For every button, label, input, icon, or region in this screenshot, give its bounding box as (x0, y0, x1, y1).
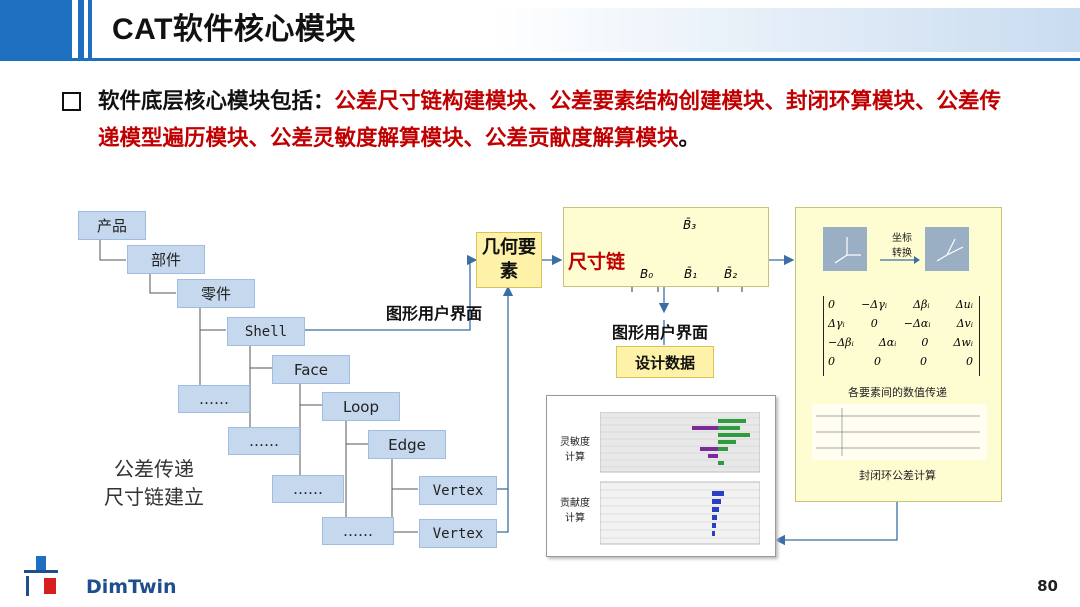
chain-symbol: B̄₃ (683, 218, 697, 232)
closed-loop-caption: 封闭环公差计算 (859, 469, 936, 482)
sensitivity-thumbnails (600, 412, 760, 545)
matrix-row: −Δβᵢ Δαᵢ 0 Δwᵢ (828, 336, 973, 355)
hierarchy-vertex: Vertex (419, 519, 497, 548)
design-data-box: 设计数据 (616, 346, 714, 378)
coordinate-frame-icon (823, 227, 867, 271)
header-stripe (88, 0, 92, 58)
hierarchy-loop: Loop (322, 392, 400, 421)
bullet-paragraph: 软件底层核心模块包括：公差尺寸链构建模块、公差要素结构创建模块、封闭环算模块、公… (98, 83, 1008, 157)
matrix-cell: 0 (874, 355, 881, 368)
header-accent-block (0, 0, 72, 58)
coordinate-frame-icon (925, 227, 969, 271)
header-underline (0, 58, 1080, 61)
matrix-cell: 0 (828, 355, 835, 368)
matrix-cell: Δwᵢ (953, 336, 973, 349)
matrix-cell: 0 (920, 355, 927, 368)
bullet-highlight: 公差尺寸链构建模块、公差要素结构创建模块、封闭环算模块、公差传递模型遍历模块、公… (98, 89, 1002, 151)
tolerance-transfer-label: 公差传递 尺寸链建立 (84, 455, 224, 511)
sensitivity-label: 灵敏度 计算 (553, 433, 597, 463)
matrix-cell: Δαᵢ (878, 336, 897, 349)
header-stripe (78, 0, 84, 58)
header-band (100, 8, 1080, 52)
dimension-chain-label: 尺寸链 (568, 251, 626, 273)
hierarchy-product: 产品 (78, 211, 146, 240)
side-label-line-2: 尺寸链建立 (104, 485, 204, 509)
gui-label: 图形用户界面 (386, 304, 483, 323)
hierarchy-ellipsis: …… (272, 475, 344, 503)
matrix-cell: Δβᵢ (913, 298, 930, 311)
bullet-tail: 。 (678, 126, 701, 151)
transform-matrix (823, 296, 980, 376)
slide-title: CAT软件核心模块 (112, 13, 356, 46)
geometry-elements-box: 几何要素 (476, 232, 542, 288)
matrix-row: Δγᵢ 0 −Δαᵢ Δvᵢ (828, 317, 973, 336)
matrix-row: 0 0 0 0 (828, 355, 973, 374)
matrix-caption: 各要素间的数值传递 (848, 386, 947, 399)
sens-label-2: 计算 (565, 452, 585, 463)
hierarchy-component: 部件 (127, 245, 205, 274)
chain-symbol: B̄₂ (724, 267, 738, 281)
side-label-line-1: 公差传递 (114, 457, 194, 481)
footer-brand: DimTwin (86, 576, 177, 598)
sens-label-1: 灵敏度 (560, 437, 590, 448)
hierarchy-ellipsis: …… (322, 517, 394, 545)
hierarchy-ellipsis: …… (178, 385, 250, 413)
matrix-cell: −Δβᵢ (828, 336, 854, 349)
matrix-cell: −Δγᵢ (861, 298, 888, 311)
hierarchy-ellipsis: …… (228, 427, 300, 455)
chain-symbol: B₀ (640, 267, 654, 281)
matrix-cell: Δγᵢ (828, 317, 845, 330)
dimtwin-logo-icon (24, 556, 58, 596)
matrix-cell: 0 (921, 336, 929, 349)
page-number: 80 (1037, 577, 1058, 595)
matrix-cell: 0 (966, 355, 973, 368)
hierarchy-face: Face (272, 355, 350, 384)
gui-label: 图形用户界面 (612, 323, 709, 342)
dimension-chain-panel (563, 207, 769, 287)
contrib-label-1: 贡献度 (560, 498, 590, 509)
hierarchy-vertex: Vertex (419, 476, 497, 505)
coordinate-transform-label: 坐标 转换 (882, 229, 922, 259)
matrix-cell: Δuᵢ (955, 298, 973, 311)
chain-symbol: B̄₁ (684, 267, 698, 281)
contrib-label-2: 计算 (565, 513, 585, 524)
matrix-cell: 0 (870, 317, 878, 330)
hierarchy-shell: Shell (227, 317, 305, 346)
matrix-cell: Δvᵢ (956, 317, 973, 330)
transform-arrow-icon (880, 256, 920, 264)
transform-label-1: 坐标 (892, 233, 912, 244)
matrix-cell: 0 (828, 298, 835, 311)
bullet-square-icon (62, 92, 81, 111)
contribution-label: 贡献度 计算 (553, 494, 597, 524)
hierarchy-part: 零件 (177, 279, 255, 308)
hierarchy-edge: Edge (368, 430, 446, 459)
closed-loop-equations (812, 404, 987, 460)
matrix-cell: −Δαᵢ (903, 317, 931, 330)
transform-label-2: 转换 (892, 248, 912, 259)
bullet-lead: 软件底层核心模块包括： (98, 89, 335, 114)
matrix-row: 0 −Δγᵢ Δβᵢ Δuᵢ (828, 298, 973, 317)
